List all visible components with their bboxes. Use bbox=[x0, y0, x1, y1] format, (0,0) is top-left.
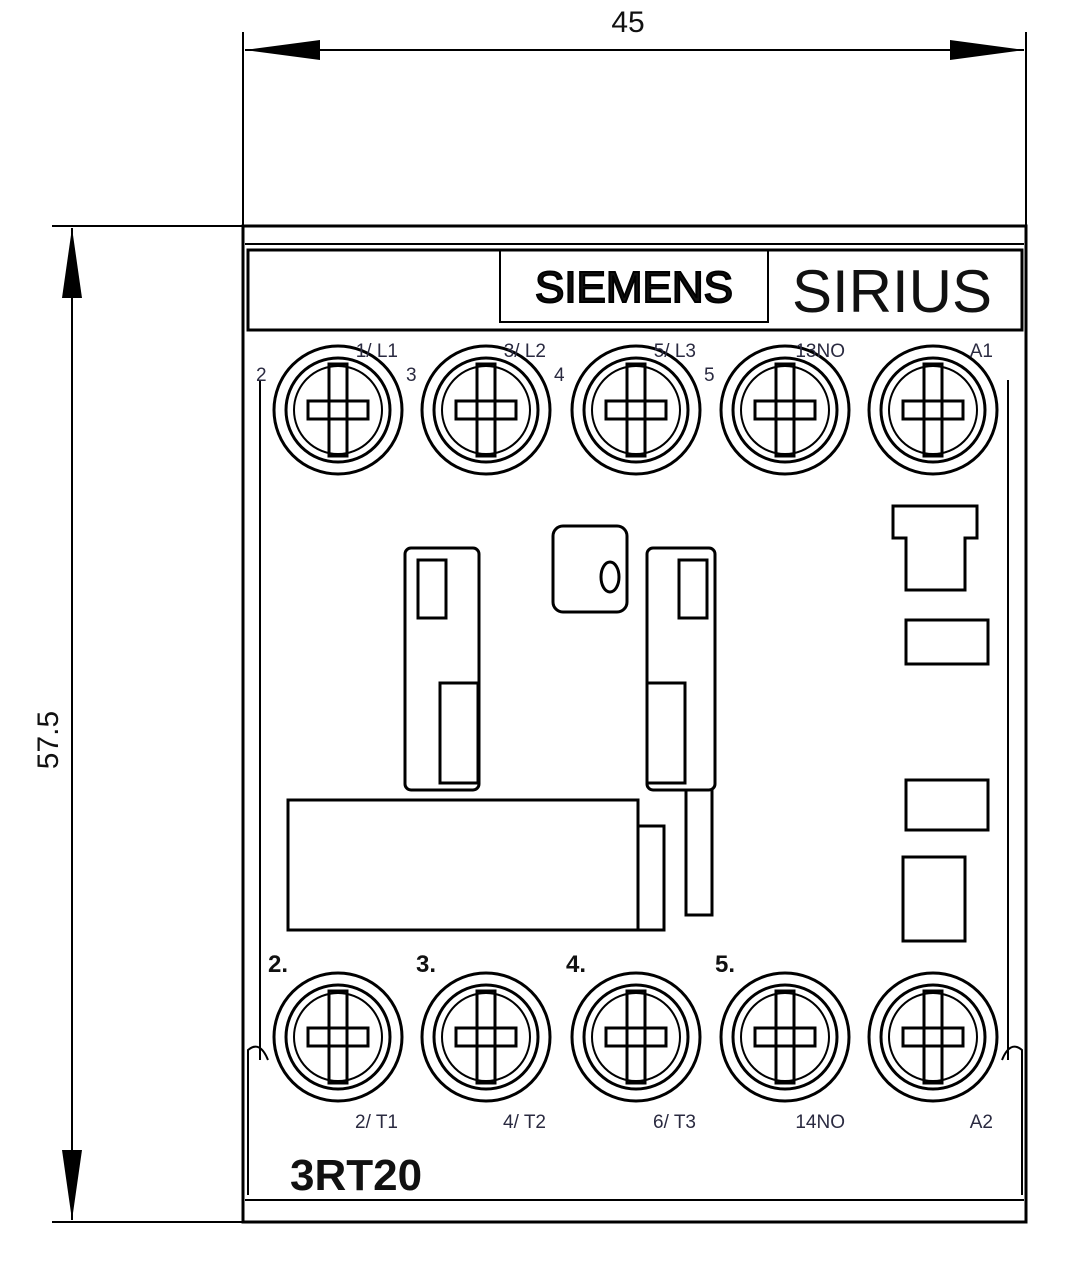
bottom-terminal-label: A2 bbox=[970, 1112, 993, 1133]
bottom-terminal-number: 5. bbox=[715, 951, 735, 978]
top-left-marker: 2 bbox=[256, 365, 267, 386]
width-dimension: 45 bbox=[242, 6, 1027, 240]
bottom-terminal-label: 2/ T1 bbox=[355, 1112, 398, 1133]
model-label: 3RT20 bbox=[290, 1151, 422, 1200]
bottom-terminal-label: 4/ T2 bbox=[503, 1112, 546, 1133]
top-terminal-label: 5/ L3 bbox=[654, 341, 696, 362]
bottom-terminal-screw[interactable] bbox=[272, 971, 404, 1103]
siemens-logo: SIEMENS bbox=[535, 263, 733, 312]
bottom-terminal-screw[interactable] bbox=[719, 971, 851, 1103]
mechanism bbox=[286, 504, 990, 943]
width-value: 45 bbox=[611, 6, 644, 39]
brand-plate: SIEMENS SIRIUS bbox=[499, 249, 992, 325]
bottom-terminal-label: 14NO bbox=[795, 1112, 845, 1133]
bottom-terminal-label: 6/ T3 bbox=[653, 1112, 696, 1133]
top-terminal-sub-label: 5 bbox=[704, 365, 715, 386]
top-terminal-label: A1 bbox=[970, 341, 993, 362]
bottom-terminal-number: 4. bbox=[566, 951, 586, 978]
bottom-terminal-screw[interactable] bbox=[867, 971, 999, 1103]
top-terminal-screw[interactable] bbox=[570, 344, 702, 476]
top-terminal-label: 3/ L2 bbox=[504, 341, 546, 362]
top-terminal-screw[interactable] bbox=[420, 344, 552, 476]
sirius-logo: SIRIUS bbox=[792, 258, 992, 325]
bottom-terminal-number: 3. bbox=[416, 951, 436, 978]
top-terminal-sub-label: 3 bbox=[406, 365, 417, 386]
height-dimension: 57.5 bbox=[32, 225, 1026, 1223]
top-terminal-screw[interactable] bbox=[867, 344, 999, 476]
top-terminal-screw[interactable] bbox=[719, 344, 851, 476]
bottom-terminal-screw[interactable] bbox=[570, 971, 702, 1103]
height-value: 57.5 bbox=[32, 711, 65, 769]
top-terminal-label: 13NO bbox=[795, 341, 845, 362]
top-terminal-screw[interactable] bbox=[272, 344, 404, 476]
bottom-terminal-number: 2. bbox=[268, 951, 288, 978]
bottom-terminal-screw[interactable] bbox=[420, 971, 552, 1103]
top-terminal-sub-label: 4 bbox=[554, 365, 565, 386]
top-terminal-label: 1/ L1 bbox=[356, 341, 398, 362]
